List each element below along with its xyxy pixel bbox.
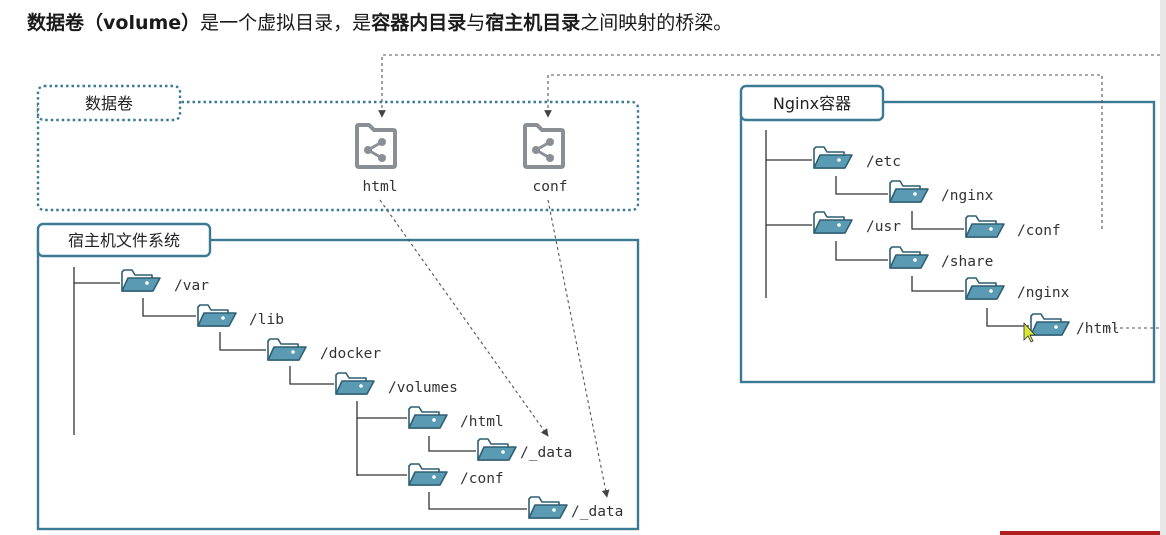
conf-data-folder-icon <box>528 496 568 519</box>
host-lib-label: /lib <box>249 312 284 328</box>
lib-folder-icon <box>197 304 237 327</box>
container-share-nginx-label: /nginx <box>1017 285 1070 301</box>
html-volume-icon <box>355 123 397 169</box>
host-volumes-label: /volumes <box>388 380 458 396</box>
host-conf-label: /conf <box>460 471 504 487</box>
volume-box-frame <box>36 100 640 212</box>
container-etc-label: /etc <box>866 154 901 170</box>
heading-container-dir: 容器内目录 <box>371 12 467 34</box>
share-nginx-folder-icon <box>965 277 1005 300</box>
mapping-connectors <box>378 54 1166 498</box>
html-volume-label: html <box>363 179 398 195</box>
container-box-title: Nginx容器 <box>773 94 851 113</box>
conf-volume-label: conf <box>533 179 568 195</box>
container-usr-label: /usr <box>866 219 901 235</box>
mouse-cursor-icon <box>1023 321 1036 343</box>
var-folder-icon <box>121 269 161 292</box>
html-folder-icon <box>408 406 448 429</box>
container-tree-lines <box>765 130 1029 327</box>
volumes-folder-icon <box>335 372 375 395</box>
host-var-label: /var <box>174 278 209 294</box>
docker-folder-icon <box>267 338 307 361</box>
host-box-label-frame <box>36 222 212 258</box>
container-conf-label: /conf <box>1017 223 1061 239</box>
conf-volume-icon <box>523 123 565 169</box>
volume-box-title: 数据卷 <box>85 94 133 113</box>
html-volume-to-host-connector <box>379 199 549 437</box>
conf-to-volume-connector <box>544 74 1103 229</box>
volume-box: 数据卷 html conf <box>36 84 640 212</box>
heading-volume-term: 数据卷（volume） <box>27 12 201 34</box>
etc-folder-icon <box>813 146 853 169</box>
conf-volume-to-host-connector <box>547 199 610 498</box>
share-folder-icon <box>889 246 929 269</box>
host-html-data-label: /_data <box>520 445 572 461</box>
html-data-folder-icon <box>477 438 517 461</box>
host-tree-lines <box>73 267 527 510</box>
container-box-frame <box>739 100 1156 384</box>
nginx-container-box: Nginx容器 /etc /nginx /conf /usr /share /n… <box>739 84 1156 384</box>
heading-text-2: 与 <box>466 12 486 34</box>
accent-bar <box>1000 531 1166 535</box>
host-conf-data-label: /_data <box>571 504 623 520</box>
host-box-title: 宿主机文件系统 <box>68 231 180 250</box>
container-box-label-frame <box>739 84 885 122</box>
page-heading: 数据卷（volume）是一个虚拟目录，是容器内目录与宿主机目录之间映射的桥梁。 <box>27 8 732 35</box>
host-docker-label: /docker <box>320 346 381 362</box>
heading-text-1: 是一个虚拟目录，是 <box>200 12 372 34</box>
usr-folder-icon <box>813 211 853 234</box>
heading-text-3: 之间映射的桥梁。 <box>580 12 733 34</box>
host-box-frame <box>36 238 640 531</box>
scrollbar-edge <box>1160 0 1166 535</box>
container-etc-nginx-label: /nginx <box>941 188 994 204</box>
heading-host-dir: 宿主机目录 <box>485 12 581 34</box>
host-html-label: /html <box>460 414 504 430</box>
volume-box-label-frame <box>36 84 182 122</box>
container-share-label: /share <box>941 254 993 270</box>
conf-folder-icon-container <box>965 215 1005 238</box>
container-html-label: /html <box>1076 321 1120 337</box>
html-folder-icon-container <box>1030 313 1070 336</box>
host-filesystem-box: 宿主机文件系统 /var /lib /docker /volumes /html… <box>36 222 640 531</box>
conf-folder-icon <box>408 463 448 486</box>
etc-nginx-folder-icon <box>889 180 929 203</box>
